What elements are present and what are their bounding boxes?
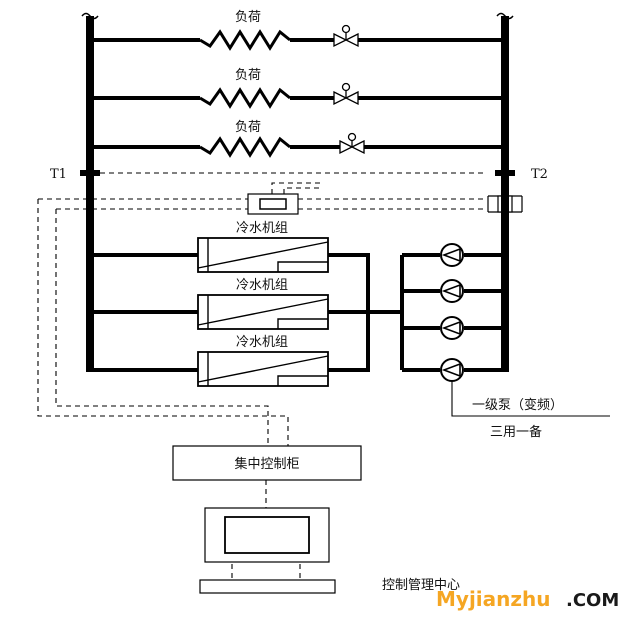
pipe-break-mark-right	[496, 12, 514, 20]
temp-sensor-t1	[80, 170, 100, 176]
pump-icon-4	[440, 358, 464, 382]
chiller-label-3: 冷水机组	[236, 335, 288, 350]
flow-meter	[487, 195, 523, 213]
watermark-main: Myjianzhu	[436, 587, 551, 611]
pump-icon-3	[440, 316, 464, 340]
control-cabinet-label: 集中控制柜	[234, 456, 299, 472]
pump-icon-1	[440, 243, 464, 267]
pump-label-line2: 三用一备	[490, 424, 542, 440]
chiller-unit-1: 冷水机组	[197, 221, 329, 273]
chiller-unit-3: 冷水机组	[197, 335, 329, 387]
temp-sensor-t2	[495, 170, 515, 176]
pump-label-line1: 一级泵（变频）	[472, 397, 563, 413]
control-cabinet	[172, 445, 362, 481]
load-label-2: 负荷	[235, 68, 261, 83]
load-branch-3: 负荷	[94, 120, 501, 158]
supply-main-pipe-left	[86, 16, 94, 372]
load-label-3: 负荷	[235, 120, 261, 135]
load-coil-1	[199, 29, 291, 51]
load-branch-1: 负荷	[94, 10, 501, 51]
chiller-branch-lines	[94, 253, 501, 372]
chiller-unit-2: 冷水机组	[197, 278, 329, 330]
return-main-pipe-right	[501, 16, 509, 372]
load-coil-2	[199, 87, 291, 109]
load-label-1: 负荷	[235, 10, 261, 25]
keyboard-icon	[199, 579, 336, 594]
chiller-label-1: 冷水机组	[236, 221, 288, 236]
control-center-label: 控制管理中心	[382, 578, 460, 593]
load-coil-3	[199, 136, 291, 158]
load-branch-2: 负荷	[94, 68, 501, 109]
signal-control-box-inner	[259, 198, 287, 210]
chiller-label-2: 冷水机组	[236, 278, 288, 293]
signal-lines	[37, 172, 486, 582]
label-t1: T1	[50, 167, 67, 182]
pump-leader-line	[451, 381, 610, 417]
pipe-break-mark-left	[81, 12, 99, 20]
label-t2: T2	[531, 167, 548, 182]
monitor-icon	[204, 507, 330, 563]
pump-icon-2	[440, 279, 464, 303]
watermark-suffix: .COM	[566, 590, 619, 611]
